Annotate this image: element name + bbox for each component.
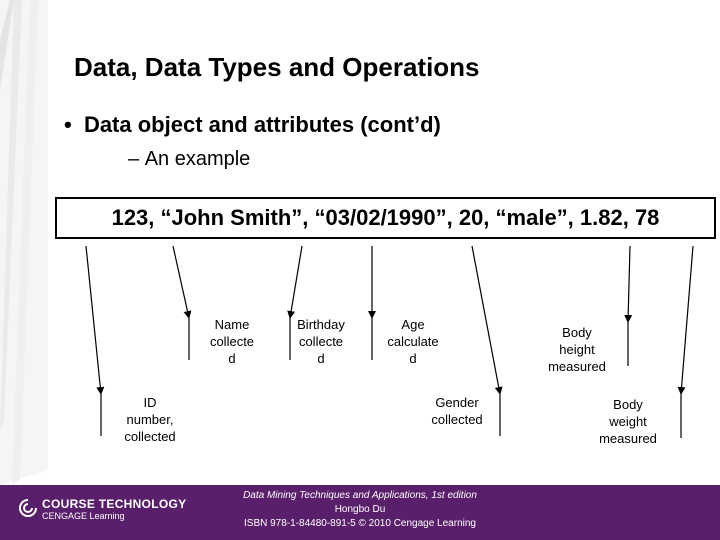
stripe-pattern [0,0,48,485]
label-line: collected [431,412,483,427]
book-title: Data Mining Techniques and Applications,… [243,490,477,501]
label-line: measured [548,359,606,374]
publisher-logo: COURSE TECHNOLOGY CENGAGE Learning [18,497,186,521]
bullet-text: Data object and attributes (cont’d) [83,112,441,137]
label-line: Birthday [297,317,345,332]
arrow-id [85,245,105,395]
sub-bullet-point: – An example [128,148,251,170]
label-line: number, [126,412,174,427]
footer-credits: Data Mining Techniques and Applications,… [225,489,495,531]
label-line: weight [609,414,647,429]
label-age: Age calculate d [380,316,446,367]
arrow-gender [471,245,503,395]
left-decorative-stripe [0,0,48,485]
label-line: Body [562,325,592,340]
label-gender: Gender collected [420,394,494,428]
label-line: ID [143,395,157,410]
arrow-weight [677,245,694,395]
logo-line-1: COURSE TECHNOLOGY [42,497,187,511]
label-line: Body [613,397,643,412]
label-birthday: Birthday collecte d [288,316,354,367]
label-line: height [559,342,595,357]
bullet-point: • Data object and attributes (cont’d) [64,112,441,137]
label-line: calculate [387,334,439,349]
label-id: ID number, collected [114,394,186,445]
label-name: Name collecte d [200,316,264,367]
data-record-box: 123, “John Smith”, “03/02/1990”, 20, “ma… [55,197,716,239]
label-line: Name [214,317,250,332]
label-line: collecte [209,334,255,349]
label-line: d [317,351,325,366]
arrow-height [624,245,633,323]
isbn-line: ISBN 978-1-84480-891-5 © 2010 Cengage Le… [244,518,476,529]
label-height: Body height measured [540,324,614,375]
label-line: d [409,351,417,366]
footer-bar [0,485,720,540]
label-line: d [228,351,236,366]
slide-title: Data, Data Types and Operations [74,52,480,82]
arrow-birthday [287,245,303,319]
cengage-logo-icon [19,499,37,517]
logo-line-2: CENGAGE Learning [42,511,125,521]
label-line: collecte [298,334,344,349]
label-line: Age [401,317,425,332]
label-weight: Body weight measured [592,396,664,447]
author-name: Hongbo Du [334,504,386,515]
sub-bullet-text: An example [144,148,251,170]
label-line: measured [599,431,657,446]
arrow-name [172,245,192,319]
label-line: Gender [435,395,479,410]
label-line: collected [124,429,176,444]
